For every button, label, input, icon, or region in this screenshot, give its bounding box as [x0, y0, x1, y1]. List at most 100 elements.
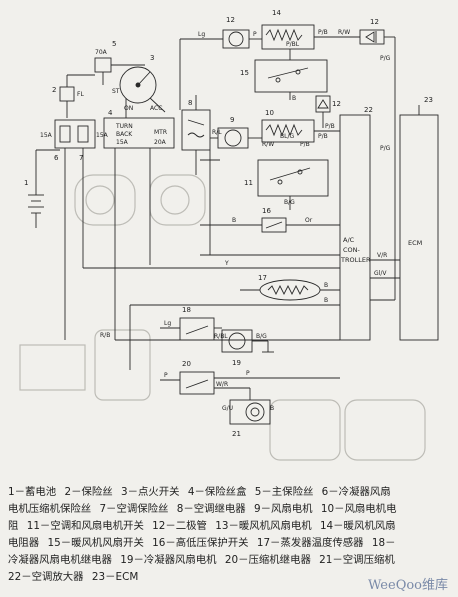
label-20: 20 [182, 360, 191, 368]
label-6: 6 [54, 154, 59, 162]
legend-item: 电阻器 [8, 537, 40, 549]
wire-p-2: P [246, 370, 250, 377]
label-22: 22 [364, 106, 373, 114]
legend-item: 20－压缩机继电器 [224, 554, 311, 566]
label-1: 1 [24, 179, 28, 187]
f15a-label: 15A [116, 139, 129, 146]
legend-item: 14－暖风机风扇 [319, 520, 396, 532]
wire-b-4: B [324, 297, 328, 304]
mtr-label: MTR [154, 129, 167, 136]
legend-item: 22－空调放大器 [8, 571, 84, 583]
label-4: 4 [108, 109, 113, 117]
wire-pb-3: P/B [325, 123, 335, 130]
legend-item: 7－空调保险丝 [99, 503, 169, 515]
label-23: 23 [424, 96, 433, 104]
legend-item: 17－蒸发器温度传感器 [256, 537, 364, 549]
legend-item: 4－保险丝盒 [187, 486, 247, 498]
legend-item: 12－二极管 [152, 520, 207, 532]
wire-rl: R/L [212, 129, 222, 136]
turn-label: TURN [115, 123, 133, 130]
legend-item: 5－主保险丝 [254, 486, 314, 498]
wire-p-3: P [164, 372, 168, 379]
label-5: 5 [112, 40, 116, 48]
legend-item: 电机压缩机保险丝 [8, 503, 92, 515]
wire-gu: G/U [222, 405, 233, 412]
legend-item: 冷凝器风扇电机继电器 [8, 554, 112, 566]
controller-con-label: CON- [343, 246, 361, 254]
label-12c: 12 [332, 100, 341, 108]
label-8: 8 [188, 99, 192, 107]
st-label: ST [112, 88, 120, 95]
wire-lg-1: Lg [198, 31, 205, 38]
wire-pg-1: P/G [380, 55, 391, 62]
legend-item: 10－风扇电机电 [320, 503, 397, 515]
label-21: 21 [232, 430, 241, 438]
watermark: WeeQoo维库 [368, 578, 448, 593]
label-12a: 12 [226, 16, 235, 24]
wire-or: Or [305, 217, 313, 224]
ecm-label: ECM [408, 239, 422, 247]
label-17: 17 [258, 274, 267, 282]
wire-bg: B/G [284, 199, 295, 206]
fl-label: FL [77, 91, 84, 98]
back-label: BACK [116, 131, 133, 138]
label-3: 3 [150, 54, 154, 62]
label-7: 7 [79, 154, 83, 162]
legend-item: 21－空调压缩机 [319, 554, 395, 566]
wire-pb-2: P/B [318, 133, 328, 140]
wire-y: Y [224, 260, 229, 267]
legend-item: 1－蓄电池 [8, 486, 57, 498]
controller-troller-label: TROLLER [340, 256, 371, 264]
wire-glv: Gl/V [374, 270, 387, 277]
label-14: 14 [272, 9, 281, 17]
label-11: 11 [244, 179, 253, 187]
fuse-70a-label: 70A [95, 49, 108, 56]
legend-item: 2－保险丝 [64, 486, 113, 498]
wire-b-5: B [270, 405, 274, 412]
legend-item: 9－风扇电机 [254, 503, 313, 515]
wire-wr: W/R [216, 381, 228, 388]
legend-item: 15－暖风机风扇开关 [47, 537, 144, 549]
legend-item: 18－ [371, 537, 396, 549]
wire-lg-2: Lg [164, 320, 171, 327]
legend-item: 19－冷凝器风扇电机 [120, 554, 217, 566]
wire-b-1: B [292, 95, 296, 102]
fuse-15a-right-label: 15A [96, 132, 109, 139]
label-2: 2 [52, 86, 56, 94]
label-18: 18 [182, 306, 191, 314]
wire-rw-2: R/W [262, 141, 274, 148]
legend-item: 23－ECM [91, 571, 139, 583]
legend-item: 3－点火开关 [121, 486, 180, 498]
wire-pb-1: P/B [318, 29, 328, 36]
wire-bl-g: BL/G [280, 133, 294, 140]
wire-bg-2: B/G [256, 333, 267, 340]
legend-item: 阻 [8, 520, 19, 532]
wire-p-1: P [253, 31, 257, 38]
wire-pb-4: P/B [300, 141, 310, 148]
wire-rw: R/W [338, 29, 350, 36]
controller-ac-label: A/C [343, 236, 355, 244]
wire-pg-2: P/G [380, 145, 391, 152]
label-12b: 12 [370, 18, 379, 26]
wire-pbl: P/BL [286, 41, 300, 48]
wire-rb: R/B [100, 332, 110, 339]
wiring-diagram: 1 2 3 4 5 6 7 8 9 10 11 12 12 12 14 15 1… [19, 9, 439, 461]
legend-item: 11－空调和风扇电机开关 [26, 520, 144, 532]
legend-item: 8－空调继电器 [176, 503, 246, 515]
label-10: 10 [265, 109, 274, 117]
legend: 1－蓄电池 2－保险丝 3－点火开关 4－保险丝盒 5－主保险丝 6－冷凝器风扇… [8, 484, 452, 586]
legend-item: 6－冷凝器风扇 [321, 486, 391, 498]
label-19: 19 [232, 359, 241, 367]
legend-item: 13－暖风机风扇电机 [215, 520, 312, 532]
fuse-15a-left-label: 15A [40, 132, 53, 139]
wire-vr: V/R [377, 252, 387, 259]
on-label: ON [124, 105, 133, 112]
label-9: 9 [230, 116, 234, 124]
legend-item: 16－高低压保护开关 [152, 537, 249, 549]
acc-label: ACC [150, 105, 162, 112]
wire-rbl: R/BL [214, 333, 228, 340]
label-15: 15 [240, 69, 249, 77]
f20a-label: 20A [154, 139, 167, 146]
label-16: 16 [262, 207, 271, 215]
